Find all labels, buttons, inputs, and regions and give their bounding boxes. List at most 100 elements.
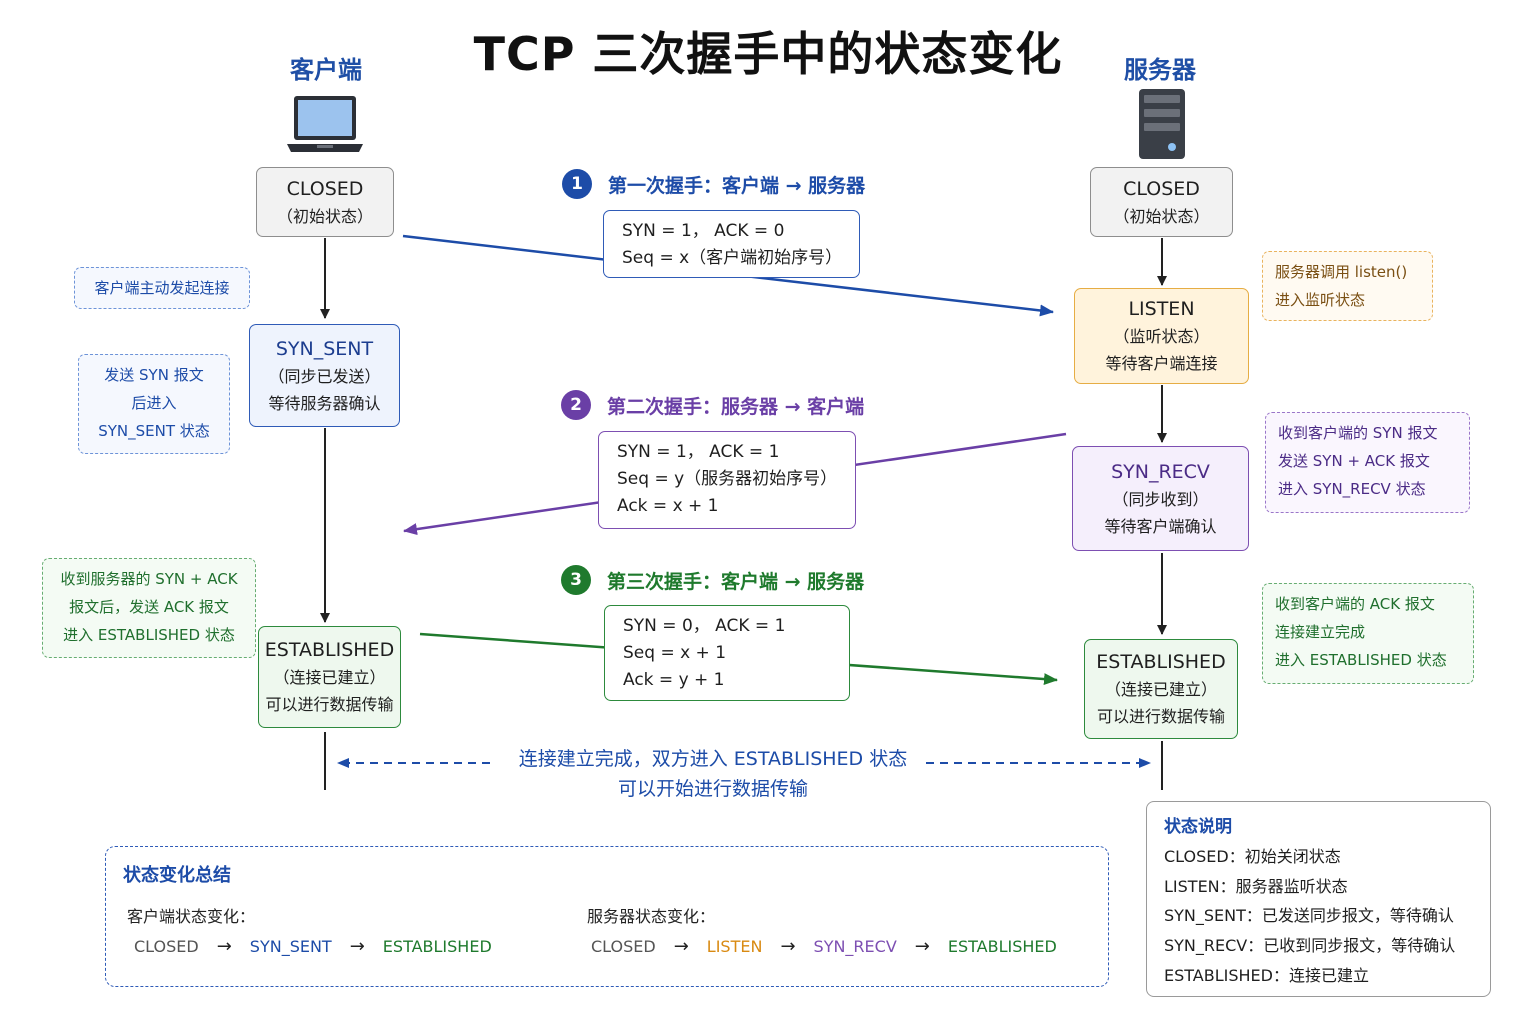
client-state-established-desc: （连接已建立） [273, 668, 386, 687]
step-2-packet-ack: Ack = x + 1 [617, 496, 719, 516]
server-state-syn-recv-detail: 等待客户端确认 [1104, 516, 1217, 536]
state-summary-panel: 状态变化总结 客户端状态变化： CLOSED → SYN_SENT → ESTA… [105, 846, 1109, 987]
step-3-packet-flags: SYN = 0， ACK = 1 [623, 616, 786, 636]
server-state-closed: CLOSED （初始状态） [1090, 167, 1233, 237]
server-note-listen-line-2: 进入监听状态 [1275, 291, 1366, 309]
server-note-established: 收到客户端的 ACK 报文 连接建立完成 进入 ESTABLISHED 状态 [1262, 583, 1474, 684]
client-state-syn-sent-name: SYN_SENT [275, 337, 374, 360]
server-state-established-name: ESTABLISHED [1096, 651, 1226, 673]
client-note-established-line-2: 报文后，发送 ACK 报文 [69, 598, 229, 616]
client-label: 客户端 [290, 56, 362, 84]
client-state-established-name: ESTABLISHED [264, 639, 395, 661]
client-state-closed: CLOSED （初始状态） [256, 167, 394, 237]
client-note-syn-sent: 发送 SYN 报文 后进入 SYN_SENT 状态 [78, 354, 230, 454]
summary-server-state-4: ESTABLISHED [947, 937, 1057, 956]
summary-client-state-2: SYN_SENT [249, 937, 332, 956]
server-state-syn-recv-desc: （同步收到） [1112, 489, 1209, 509]
server-label: 服务器 [1124, 56, 1196, 84]
client-note-syn-sent-line-2: 后进入 [131, 394, 177, 412]
client-note-syn-sent-line-1: 发送 SYN 报文 [104, 366, 204, 384]
client-note-established: 收到服务器的 SYN + ACK 报文后，发送 ACK 报文 进入 ESTABL… [42, 558, 256, 658]
arrow-right-icon: → [673, 936, 689, 957]
client-state-syn-sent-desc: （同步已发送） [268, 366, 381, 386]
client-note-initiate: 客户端主动发起连接 [74, 267, 250, 309]
server-state-established-detail: 可以进行数据传输 [1096, 707, 1225, 726]
completion-line-2: 可以开始进行数据传输 [617, 778, 808, 800]
summary-client-state-3: ESTABLISHED [382, 937, 492, 956]
server-state-closed-desc: （初始状态） [1113, 206, 1210, 226]
server-note-listen: 服务器调用 listen() 进入监听状态 [1262, 251, 1433, 321]
server-state-listen-name: LISTEN [1128, 298, 1195, 320]
server-state-listen-desc: （监听状态） [1113, 327, 1210, 346]
server-state-listen-detail: 等待客户端连接 [1105, 354, 1218, 373]
client-state-established: ESTABLISHED （连接已建立） 可以进行数据传输 [258, 626, 401, 728]
laptop-icon [287, 96, 363, 152]
completion-message: 连接建立完成，双方进入 ESTABLISHED 状态 可以开始进行数据传输 [490, 744, 936, 804]
server-note-established-line-3: 进入 ESTABLISHED 状态 [1275, 651, 1447, 669]
step-2-packet-seq: Seq = y（服务器初始序号） [617, 469, 838, 489]
server-state-listen: LISTEN （监听状态） 等待客户端连接 [1074, 288, 1249, 384]
summary-client-state-1: CLOSED [134, 937, 199, 956]
step-2-badge: 2 [561, 390, 591, 420]
server-note-syn-recv-line-3: 进入 SYN_RECV 状态 [1278, 480, 1426, 498]
client-state-closed-name: CLOSED [286, 177, 364, 200]
client-state-closed-desc: （初始状态） [276, 206, 373, 226]
step-3-title: 3 第三次握手：客户端 → 服务器 [561, 565, 864, 595]
step-3-title-text: 第三次握手：客户端 → 服务器 [607, 570, 865, 593]
step-1-title-text: 第一次握手：客户端 → 服务器 [608, 174, 866, 197]
server-state-syn-recv-name: SYN_RECV [1111, 460, 1210, 483]
step-3-badge: 3 [561, 565, 591, 595]
arrow-right-icon: → [216, 936, 232, 957]
step-3-packet-ack: Ack = y + 1 [623, 670, 725, 690]
client-note-initiate-line: 客户端主动发起连接 [94, 279, 230, 297]
legend-item-established: ESTABLISHED：连接已建立 [1164, 966, 1369, 985]
summary-server-state-1: CLOSED [591, 937, 656, 956]
client-state-established-detail: 可以进行数据传输 [265, 695, 394, 714]
server-state-closed-name: CLOSED [1123, 177, 1200, 200]
server-icon [1139, 89, 1185, 159]
step-2-title-text: 第二次握手：服务器 → 客户端 [607, 395, 865, 418]
summary-server-label: 服务器状态变化： [587, 907, 716, 926]
server-note-established-line-1: 收到客户端的 ACK 报文 [1275, 595, 1435, 613]
diagram-title: TCP 三次握手中的状态变化 [473, 27, 1063, 81]
summary-client-label: 客户端状态变化： [127, 907, 256, 926]
step-2-packet: SYN = 1， ACK = 1 Seq = y（服务器初始序号） Ack = … [598, 431, 856, 529]
step-3-packet: SYN = 0， ACK = 1 Seq = x + 1 Ack = y + 1 [604, 605, 850, 701]
step-1-packet-flags: SYN = 1， ACK = 0 [622, 221, 785, 241]
arrow-right-icon: → [349, 936, 365, 957]
client-state-syn-sent-detail: 等待服务器确认 [268, 393, 381, 413]
server-state-established: ESTABLISHED （连接已建立） 可以进行数据传输 [1084, 639, 1238, 739]
step-1-badge: 1 [562, 169, 592, 199]
step-2-packet-flags: SYN = 1， ACK = 1 [617, 442, 780, 462]
summary-server-state-2: LISTEN [706, 937, 763, 956]
step-3-packet-seq: Seq = x + 1 [623, 643, 727, 663]
step-1-title: 1 第一次握手：客户端 → 服务器 [562, 169, 865, 199]
step-2-title: 2 第二次握手：服务器 → 客户端 [561, 390, 864, 420]
server-note-established-line-2: 连接建立完成 [1275, 623, 1366, 641]
arrow-right-icon: → [780, 936, 796, 957]
server-note-syn-recv-line-1: 收到客户端的 SYN 报文 [1278, 424, 1438, 442]
server-state-established-desc: （连接已建立） [1104, 680, 1217, 699]
legend-title: 状态说明 [1164, 817, 1232, 837]
client-state-syn-sent: SYN_SENT （同步已发送） 等待服务器确认 [249, 324, 400, 427]
legend-item-syn-sent: SYN_SENT：已发送同步报文，等待确认 [1164, 906, 1454, 925]
client-note-established-line-3: 进入 ESTABLISHED 状态 [63, 626, 235, 644]
client-note-established-line-1: 收到服务器的 SYN + ACK [60, 570, 238, 588]
arrow-right-icon: → [914, 936, 930, 957]
step-1-packet-seq: Seq = x（客户端初始序号） [622, 248, 843, 268]
summary-server-state-3: SYN_RECV [813, 937, 897, 956]
state-legend-panel: 状态说明 CLOSED：初始关闭状态 LISTEN：服务器监听状态 SYN_SE… [1146, 801, 1491, 997]
legend-item-closed: CLOSED：初始关闭状态 [1164, 847, 1341, 866]
summary-server-flow: CLOSED → LISTEN → SYN_RECV → ESTABLISHED [591, 936, 1057, 957]
summary-title: 状态变化总结 [123, 865, 231, 886]
server-note-syn-recv-line-2: 发送 SYN + ACK 报文 [1278, 452, 1430, 470]
legend-item-syn-recv: SYN_RECV：已收到同步报文，等待确认 [1164, 936, 1456, 955]
client-note-syn-sent-line-3: SYN_SENT 状态 [98, 422, 210, 440]
legend-item-listen: LISTEN：服务器监听状态 [1164, 877, 1348, 896]
server-note-syn-recv: 收到客户端的 SYN 报文 发送 SYN + ACK 报文 进入 SYN_REC… [1265, 412, 1470, 513]
completion-line-1: 连接建立完成，双方进入 ESTABLISHED 状态 [518, 748, 908, 770]
server-state-syn-recv: SYN_RECV （同步收到） 等待客户端确认 [1072, 446, 1249, 551]
summary-client-flow: CLOSED → SYN_SENT → ESTABLISHED [134, 936, 492, 957]
server-note-listen-line-1: 服务器调用 listen() [1275, 263, 1408, 281]
